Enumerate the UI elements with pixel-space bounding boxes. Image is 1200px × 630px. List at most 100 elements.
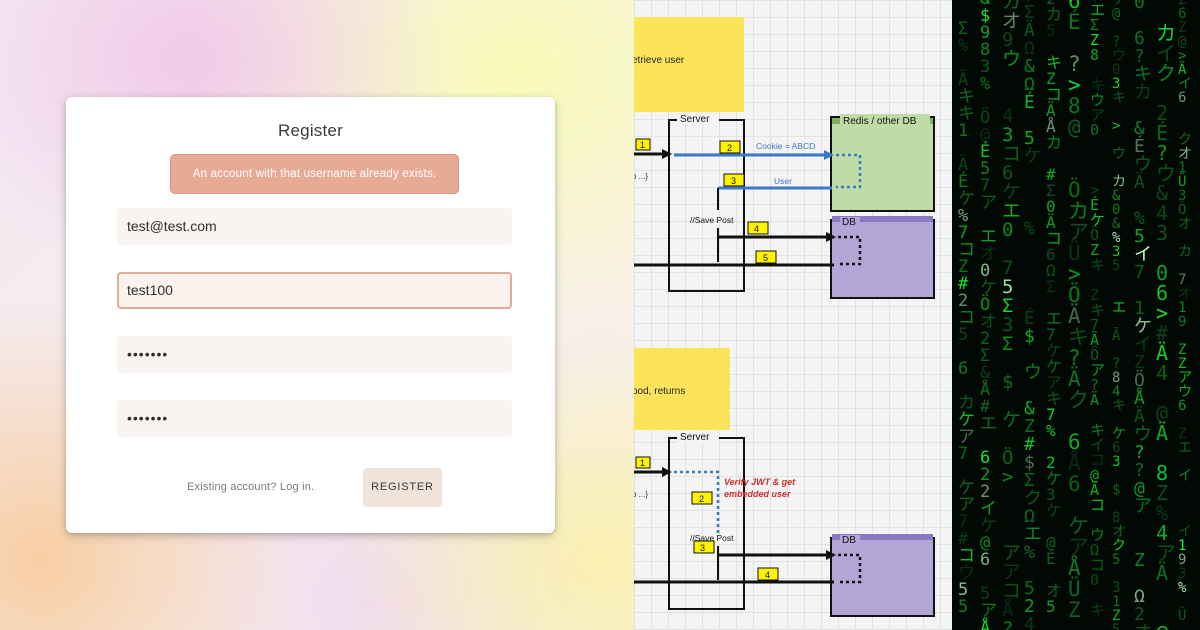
matrix-glyph: 2	[958, 291, 968, 311]
matrix-glyph: Ä	[1090, 330, 1099, 349]
step-badge-4-bottom	[757, 567, 779, 581]
matrix-glyph: ?	[1134, 442, 1145, 463]
matrix-panel: 8Σ%Äキキ1ÄÉケ%7コZ#2コ56カケア7ケア7#コウ55%&$983%Ö@…	[952, 0, 1200, 630]
email-field[interactable]: test@test.com	[117, 208, 512, 245]
matrix-glyph: #	[1024, 434, 1035, 455]
matrix-glyph: Σ	[1002, 295, 1013, 317]
step-5-top: 5	[763, 253, 768, 263]
matrix-glyph: イ	[1178, 524, 1192, 540]
matrix-glyph: Å	[1046, 117, 1056, 136]
matrix-glyph: コ	[1090, 451, 1105, 469]
matrix-glyph: 6	[1156, 281, 1168, 305]
matrix-glyph: 5	[958, 580, 968, 600]
matrix-glyph: ウ	[1178, 384, 1192, 400]
matrix-glyph: Z	[1178, 426, 1186, 442]
matrix-glyph: 2	[980, 465, 990, 485]
matrix-glyph: #	[1156, 321, 1168, 345]
db-loop-top	[838, 235, 862, 266]
matrix-glyph: Ä	[1046, 101, 1056, 120]
step-1-top: 1	[640, 140, 645, 150]
matrix-glyph: 0	[1156, 261, 1168, 285]
matrix-glyph: ア	[980, 601, 997, 621]
matrix-glyph: ク	[1024, 488, 1042, 509]
db-label-top: DB	[842, 217, 856, 228]
matrix-glyph: オ	[1002, 10, 1021, 32]
save-post-label-top: //Save Post	[690, 215, 734, 225]
matrix-glyph: Z	[1068, 598, 1081, 622]
matrix-glyph: 2	[980, 482, 990, 502]
matrix-glyph: ウ	[1002, 48, 1021, 70]
matrix-glyph: 1	[1112, 594, 1120, 610]
matrix-glyph: %	[1178, 580, 1187, 596]
matrix-glyph: コ	[958, 308, 975, 328]
matrix-glyph: エ	[1112, 300, 1126, 316]
matrix-glyph: Å	[1068, 554, 1081, 580]
matrix-glyph: イ	[1178, 468, 1192, 484]
matrix-glyph: Ö	[1090, 345, 1099, 364]
matrix-glyph: 1	[1178, 538, 1186, 554]
matrix-glyph: 2	[1134, 604, 1145, 625]
matrix-glyph: @	[1090, 466, 1099, 484]
matrix-glyph: ア	[1090, 361, 1105, 379]
matrix-glyph: ケ	[1112, 426, 1126, 442]
matrix-glyph: 5	[958, 597, 968, 617]
matrix-glyph: エ	[1178, 440, 1192, 456]
confirm-password-field[interactable]: •••••••	[117, 400, 512, 437]
matrix-glyph: $	[980, 6, 990, 26]
matrix-glyph: @	[980, 125, 990, 145]
matrix-glyph: Ä	[1090, 390, 1099, 409]
sticky-note-bottom	[634, 348, 730, 430]
server-label-bg-bottom	[677, 431, 719, 443]
matrix-glyph: 8	[958, 0, 968, 5]
matrix-glyph: カ	[1134, 82, 1152, 103]
matrix-glyph: Ä	[1090, 480, 1099, 499]
matrix-glyph: 1	[1178, 300, 1186, 316]
request-fragment-bottom: o ...}	[634, 490, 648, 499]
matrix-glyph: ?	[1068, 346, 1081, 370]
register-button[interactable]: REGISTER	[363, 468, 442, 507]
matrix-glyph: Ä	[1024, 20, 1035, 41]
matrix-glyph: $	[1112, 482, 1120, 498]
login-link[interactable]: Existing account? Log in.	[187, 481, 315, 493]
matrix-glyph: ケ	[1024, 146, 1042, 167]
db-label-bottom: DB	[842, 535, 856, 546]
matrix-glyph: >	[1002, 466, 1013, 488]
matrix-glyph: ケ	[1134, 316, 1152, 337]
matrix-glyph: ケ	[1112, 0, 1126, 8]
matrix-glyph: キ	[1090, 301, 1105, 319]
matrix-glyph: Z	[1134, 352, 1145, 373]
verify-label-line1: Verify JWT & get	[724, 477, 796, 487]
matrix-glyph: É	[1068, 9, 1081, 34]
matrix-glyph: 6	[1002, 162, 1013, 184]
matrix-glyph: キ	[1112, 398, 1126, 414]
matrix-glyph: 8	[1112, 510, 1120, 526]
matrix-glyph: Z	[1090, 286, 1099, 304]
redis-lookup-loop	[836, 153, 862, 189]
matrix-glyph: $	[1024, 452, 1035, 473]
matrix-glyph: 1	[1178, 160, 1186, 176]
step-badge-1-bottom	[635, 456, 651, 469]
register-panel: Register An account with that username a…	[0, 0, 634, 630]
redis-label: Redis / other DB	[843, 116, 917, 127]
matrix-glyph: カ	[1156, 21, 1176, 45]
matrix-glyph: ケ	[1046, 357, 1062, 376]
matrix-glyph: Å	[1002, 598, 1014, 621]
matrix-glyph: &	[980, 363, 991, 383]
matrix-glyph: 5	[980, 159, 990, 179]
matrix-glyph: カ	[1046, 5, 1062, 24]
matrix-glyph: &	[1134, 118, 1145, 139]
matrix-glyph: &	[1024, 398, 1035, 419]
matrix-glyph: 7	[1134, 262, 1145, 283]
step-badge-3-bottom	[693, 540, 715, 554]
matrix-glyph: キ	[1090, 601, 1105, 619]
matrix-glyph: Z	[1090, 31, 1099, 49]
matrix-glyph: コ	[1046, 229, 1062, 248]
username-field[interactable]: test100	[117, 272, 512, 309]
matrix-glyph: @	[1134, 478, 1145, 499]
matrix-glyph: 7	[1156, 0, 1168, 5]
password-field[interactable]: •••••••	[117, 336, 512, 373]
verify-label-line2: embedded user	[724, 489, 791, 499]
redis-label-bg	[840, 114, 930, 126]
matrix-glyph: 0	[1090, 571, 1099, 589]
matrix-glyph: エ	[1090, 1, 1105, 19]
